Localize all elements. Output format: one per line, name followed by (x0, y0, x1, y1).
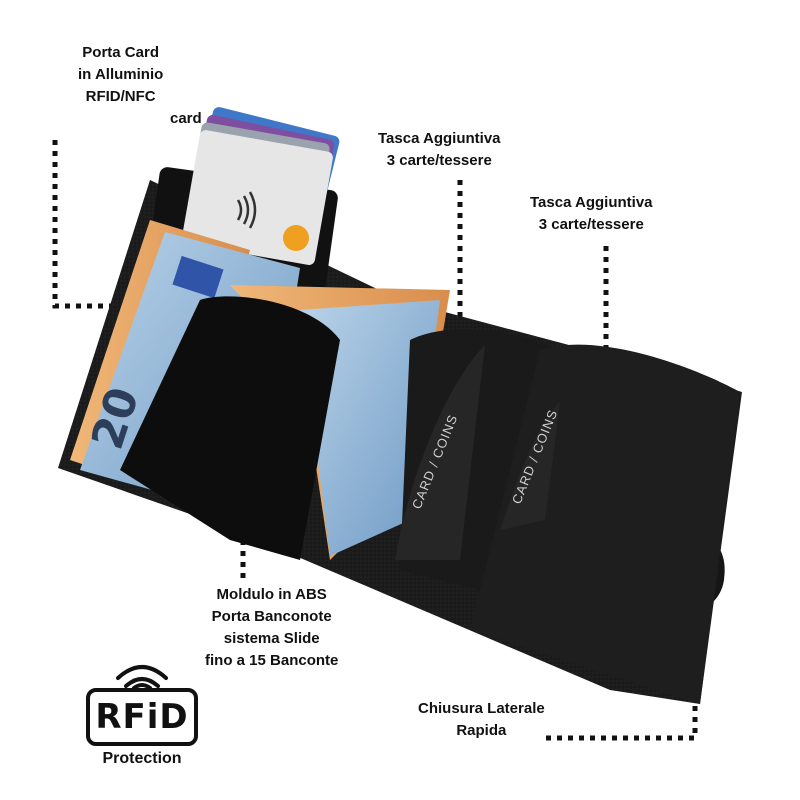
abs-slide-module (120, 296, 340, 560)
callout-tasca-1-line-1: Tasca Aggiuntiva (378, 130, 501, 147)
inner-pocket-curve-1 (395, 345, 485, 560)
rfid-logo: RFiD (86, 688, 198, 746)
callout-card-tag: card (170, 110, 202, 127)
callout-tasca-2-line-1: Tasca Aggiuntiva (530, 194, 653, 211)
callout-modulo-line-3: sistema Slide (223, 630, 320, 647)
callout-modulo-line-4: fino a 15 Banconte (205, 652, 339, 669)
rfid-caption: Protection (102, 750, 182, 767)
callout-tasca-1: Tasca Aggiuntiva 3 carte/tessere (378, 128, 501, 172)
front-pocket-2 (470, 344, 740, 704)
callout-tasca-1-line-2: 3 carte/tessere (386, 152, 492, 169)
callout-line-porta-card (52, 140, 150, 309)
callout-chiusura: Chiusura Laterale Rapida (418, 698, 545, 742)
card-chip-logo (283, 225, 309, 251)
callout-modulo-line-1: Moldulo in ABS (216, 586, 327, 603)
callout-modulo: Moldulo in ABS Porta Banconote sistema S… (205, 584, 338, 672)
callout-chiusura-line-1: Chiusura Laterale (418, 700, 545, 717)
callout-chiusura-line-2: Rapida (456, 722, 507, 739)
callout-porta-card-line-1: Porta Card (82, 44, 159, 61)
callout-porta-card: Porta Card in Alluminio RFID/NFC (78, 42, 163, 108)
callout-tasca-2-line-2: 3 carte/tessere (538, 216, 644, 233)
callout-modulo-line-2: Porta Banconote (211, 608, 332, 625)
inner-pocket-curve-2 (500, 402, 560, 530)
card-stack (181, 107, 340, 265)
callout-tasca-2: Tasca Aggiuntiva 3 carte/tessere (530, 192, 653, 236)
callout-porta-card-line-3: RFID/NFC (85, 88, 156, 105)
contactless-icon (236, 191, 257, 229)
callout-porta-card-line-2: in Alluminio (78, 66, 164, 83)
